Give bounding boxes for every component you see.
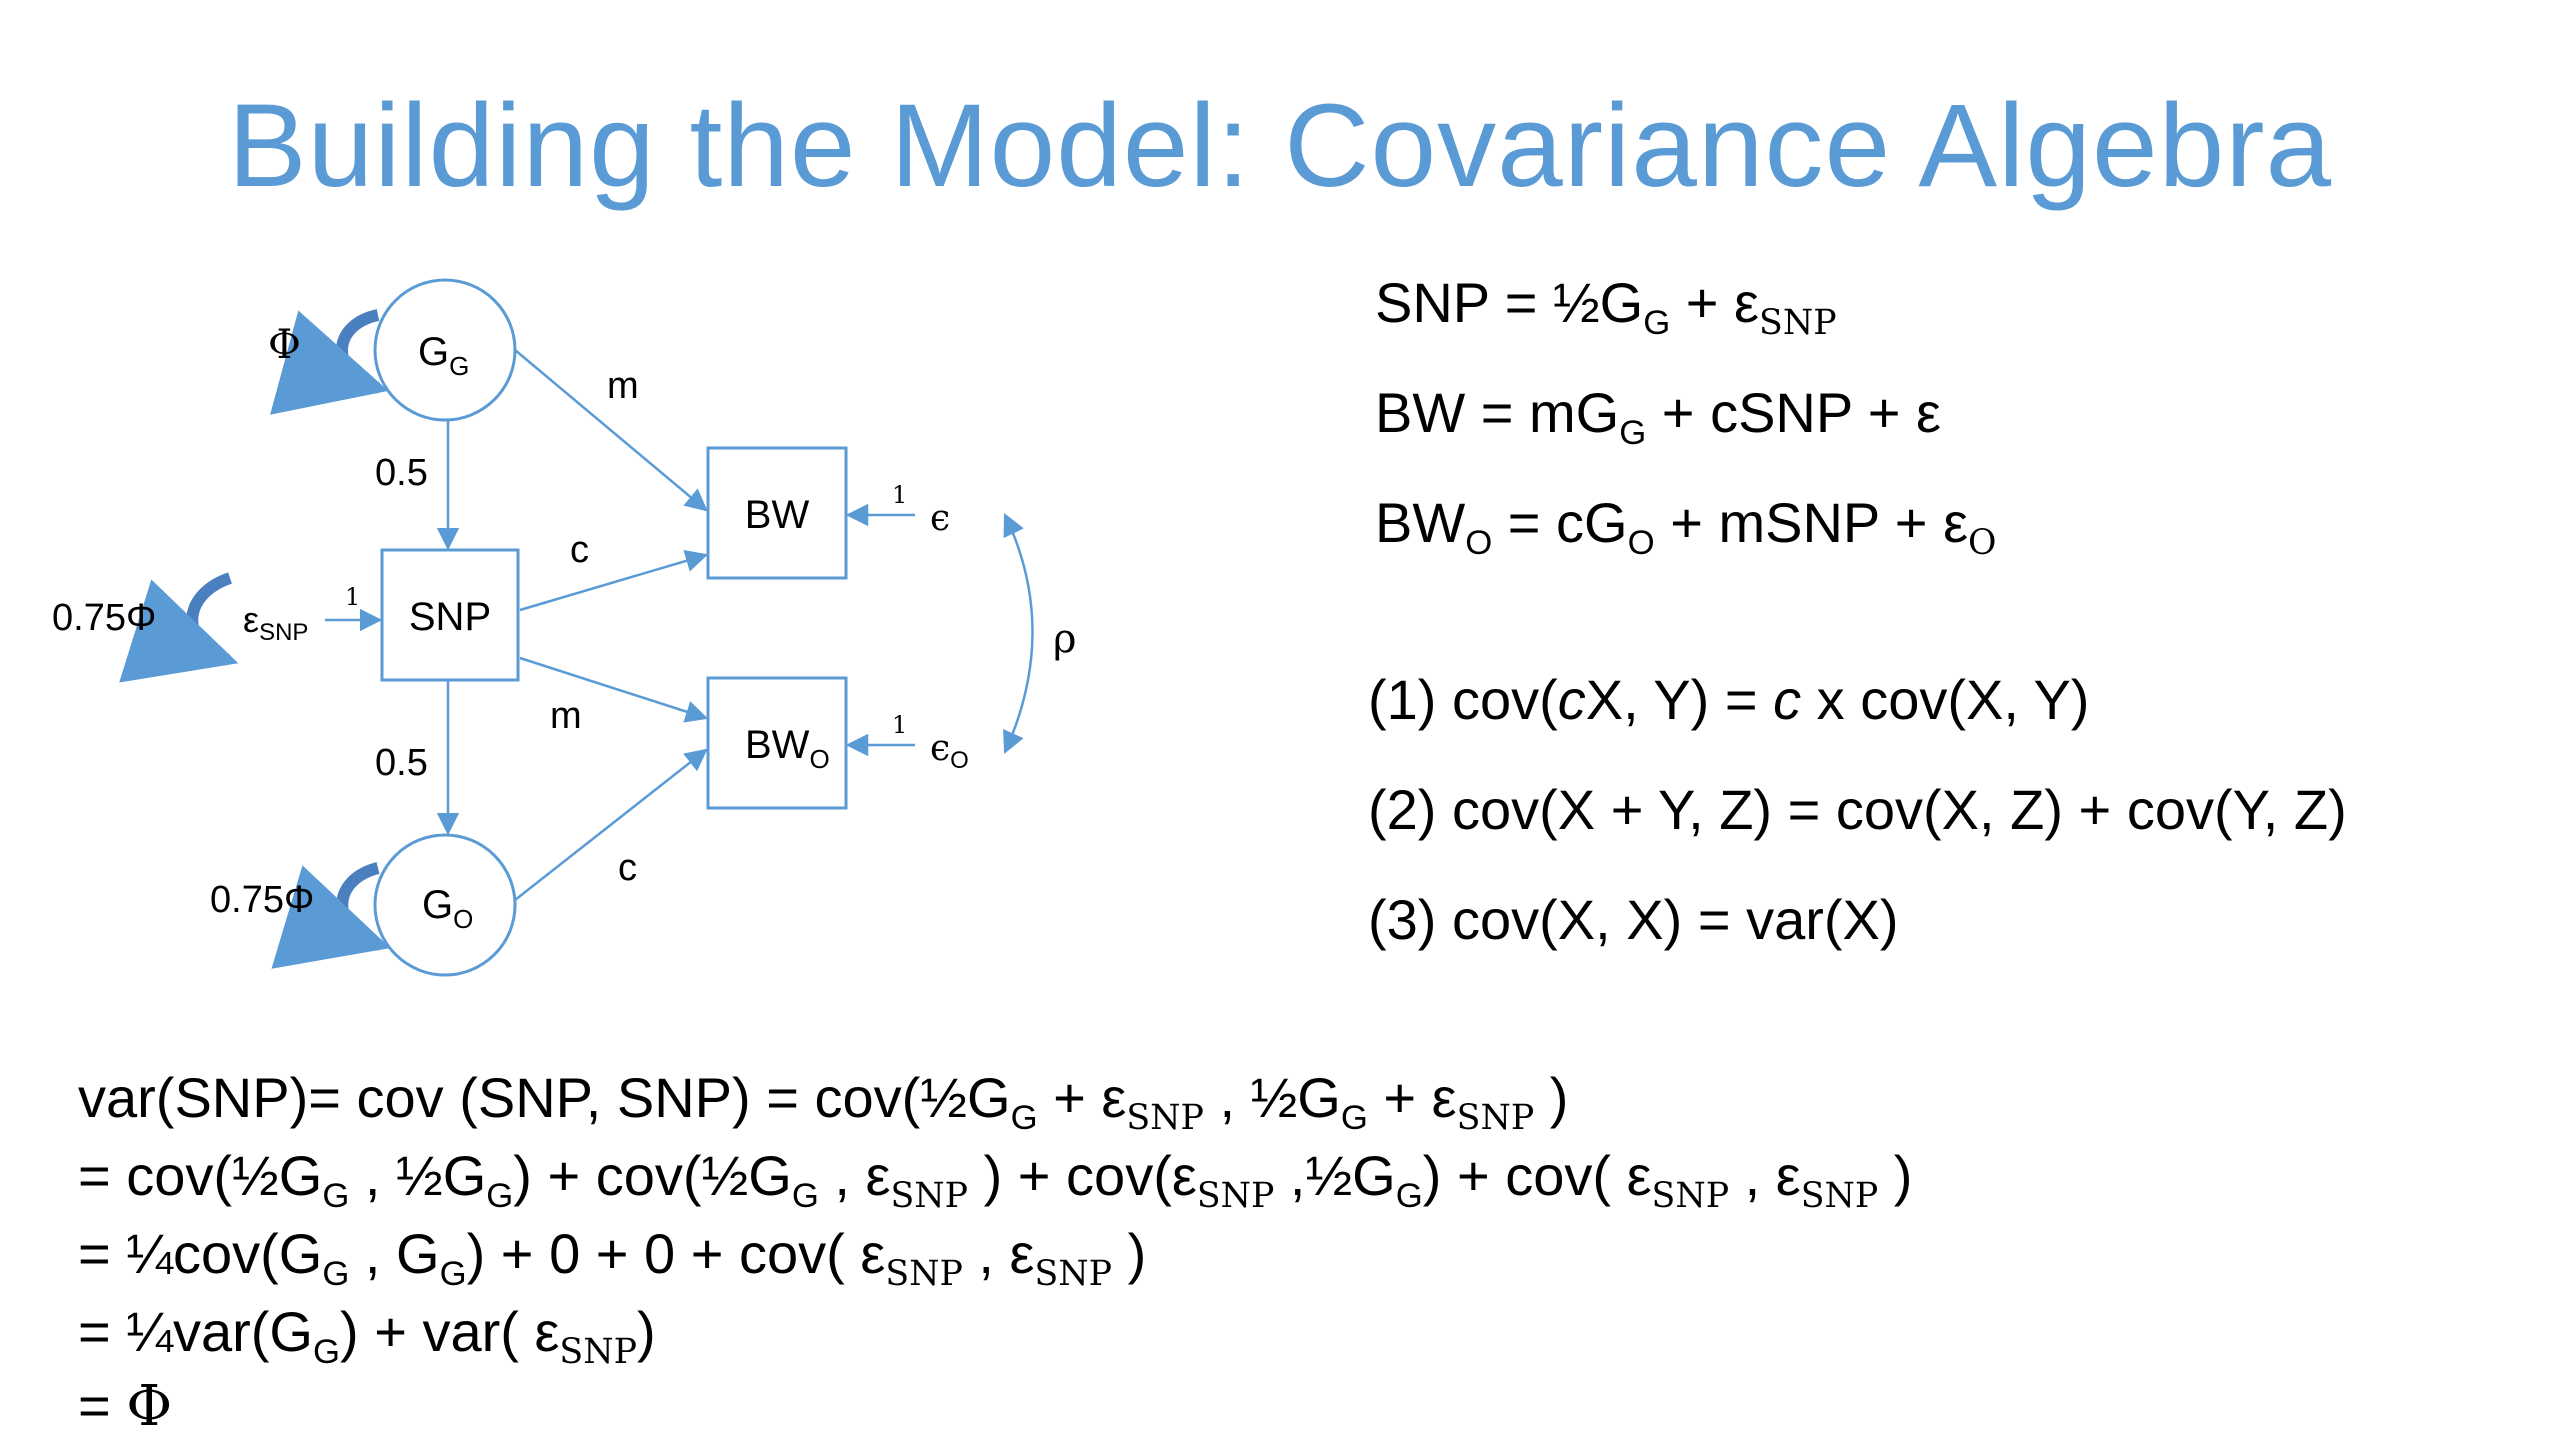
- variance-label-gg: Φ: [268, 322, 301, 368]
- path-label-rho: ρ: [1053, 616, 1077, 662]
- path-label-fixed-esnp: 1: [345, 583, 360, 611]
- path-rho: [1003, 512, 1034, 755]
- path-snp-bwo: [519, 656, 709, 723]
- path-label-snp-bwo: m: [550, 695, 582, 737]
- node-bwo-label: BWO: [745, 723, 830, 774]
- derivation-line-1: var(SNP)= cov (SNP, SNP) = cov(½GG + εSN…: [78, 1066, 1569, 1139]
- path-label-go-bwo: c: [618, 847, 637, 889]
- slide-title: Building the Model: Covariance Algebra: [227, 80, 2333, 212]
- error-bwo-label: ϵO: [930, 728, 969, 774]
- derivation-line-3: = ¼cov(GG , GG) + 0 + 0 + cov( εSNP , εS…: [78, 1222, 1147, 1295]
- path-go-bwo: [514, 748, 708, 901]
- path-label-snp-go: 0.5: [375, 742, 428, 784]
- path-snp-bw: [519, 549, 709, 612]
- path-label-gg-bw: m: [607, 365, 639, 407]
- model-equation-bwo: BWO = cGO + mSNP + εO: [1375, 491, 1997, 564]
- derivation-line-4: = ¼var(GG) + var( εSNP): [78, 1300, 656, 1373]
- variance-arc-esnp: [119, 572, 239, 683]
- model-equation-bw: BW = mGG + cSNP + ε: [1375, 381, 1941, 453]
- node-bwo-box: [706, 676, 848, 810]
- error-esnp-label: εSNP: [243, 599, 308, 646]
- path-label-fixed-bwo: 1: [892, 711, 907, 739]
- variance-label-go: 0.75Φ: [210, 879, 314, 921]
- node-bw-box: [706, 446, 848, 580]
- rule-3: (3) cov(X, X) = var(X): [1368, 888, 1899, 951]
- model-equation-snp: SNP = ½GG + εSNP: [1375, 271, 1837, 344]
- variance-label-esnp: 0.75Φ: [52, 597, 156, 639]
- node-gg-label: GG: [418, 330, 469, 381]
- node-bw-label: BW: [745, 493, 810, 537]
- derivation-line-5: = Φ: [78, 1374, 173, 1439]
- variance-arc-gg: [270, 309, 389, 415]
- path-label-gg-snp: 0.5: [375, 452, 428, 494]
- variance-arc-go: [271, 862, 391, 969]
- node-snp-label: SNP: [409, 595, 491, 639]
- rule-1: (1) cov(cX, Y) = c x cov(X, Y): [1368, 668, 2090, 731]
- derivation-line-2: = cov(½GG , ½GG) + cov(½GG , εSNP ) + co…: [78, 1144, 1913, 1217]
- rule-2: (2) cov(X + Y, Z) = cov(X, Z) + cov(Y, Z…: [1368, 778, 2347, 841]
- path-label-fixed-bw: 1: [892, 481, 907, 509]
- path-gg-bw: [514, 349, 708, 512]
- error-bw-label: ϵ: [930, 498, 950, 539]
- path-label-snp-bw: c: [570, 529, 589, 571]
- node-go-label: GO: [422, 883, 473, 934]
